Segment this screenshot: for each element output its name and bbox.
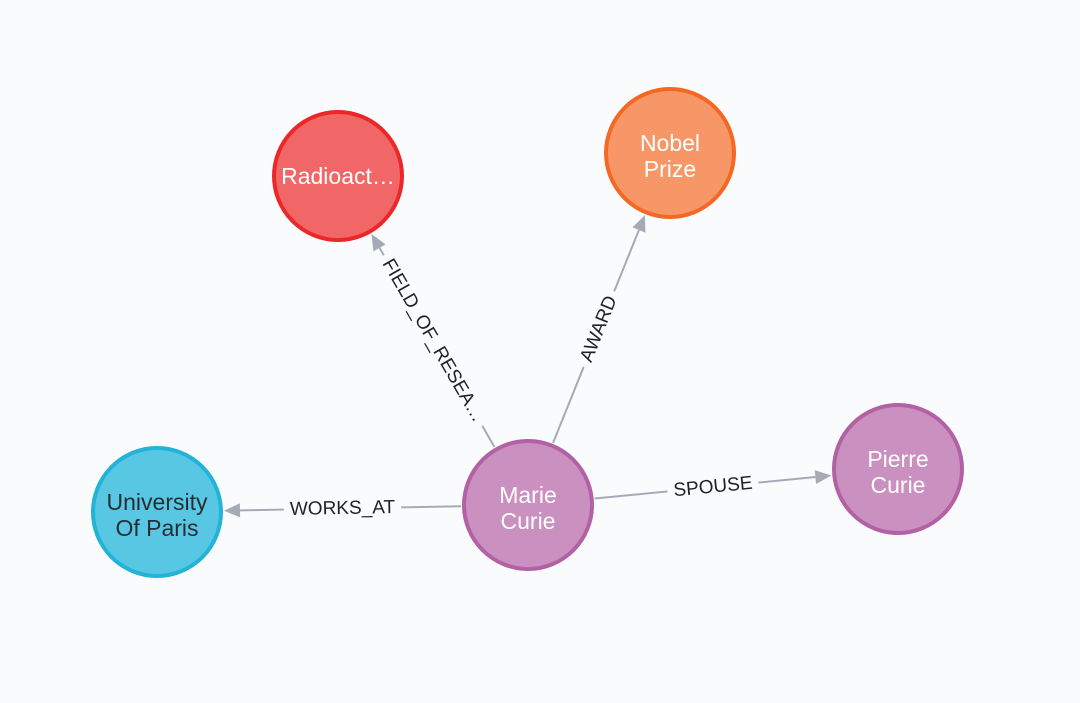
node-circle[interactable] bbox=[272, 110, 404, 242]
node-circle[interactable] bbox=[462, 439, 594, 571]
edge-label-award: AWARD bbox=[576, 293, 621, 365]
edge-label-spouse: SPOUSE bbox=[673, 473, 754, 502]
node-university-of-paris[interactable]: University Of Paris bbox=[91, 446, 223, 578]
edge-arrowhead-icon bbox=[223, 503, 241, 518]
edge-label-background bbox=[373, 249, 493, 432]
node-nobel-prize[interactable]: Nobel Prize bbox=[604, 87, 736, 219]
node-label-line2: Curie bbox=[871, 472, 926, 498]
node-label-line1: Pierre bbox=[867, 446, 928, 472]
node-label-line2: Curie bbox=[501, 508, 556, 534]
node-label-line1: Nobel bbox=[640, 130, 700, 156]
edge-label-works-at: WORKS_AT bbox=[290, 497, 396, 520]
edge-arrowhead-icon bbox=[371, 234, 386, 252]
node-label-line1: Radioact… bbox=[281, 163, 395, 189]
node-marie-curie[interactable]: Marie Curie bbox=[462, 439, 594, 571]
node-label-line1: Marie bbox=[499, 482, 557, 508]
edge-label-field-of-research: FIELD_OF_RESEA… bbox=[378, 255, 489, 426]
edge-arrowhead-icon bbox=[632, 215, 646, 233]
node-circle[interactable] bbox=[604, 87, 736, 219]
node-label-line2: Prize bbox=[644, 156, 696, 182]
edge-award[interactable]: AWARD bbox=[552, 215, 646, 444]
edge-spouse[interactable]: SPOUSE bbox=[594, 470, 832, 504]
edge-label-background bbox=[572, 286, 626, 372]
node-label-line1: University bbox=[107, 489, 208, 515]
edge-label-background bbox=[283, 495, 402, 522]
edge-works-at[interactable]: WORKS_AT bbox=[223, 495, 462, 522]
edge-arrowhead-icon bbox=[814, 470, 832, 485]
node-radioactivity[interactable]: Radioact… bbox=[272, 110, 404, 242]
node-label-line2: Of Paris bbox=[115, 515, 198, 541]
node-circle[interactable] bbox=[91, 446, 223, 578]
node-circle[interactable] bbox=[832, 403, 964, 535]
edge-label-background bbox=[666, 470, 760, 504]
edge-field-of-research[interactable]: FIELD_OF_RESEA… bbox=[371, 234, 496, 448]
node-pierre-curie[interactable]: Pierre Curie bbox=[832, 403, 964, 535]
